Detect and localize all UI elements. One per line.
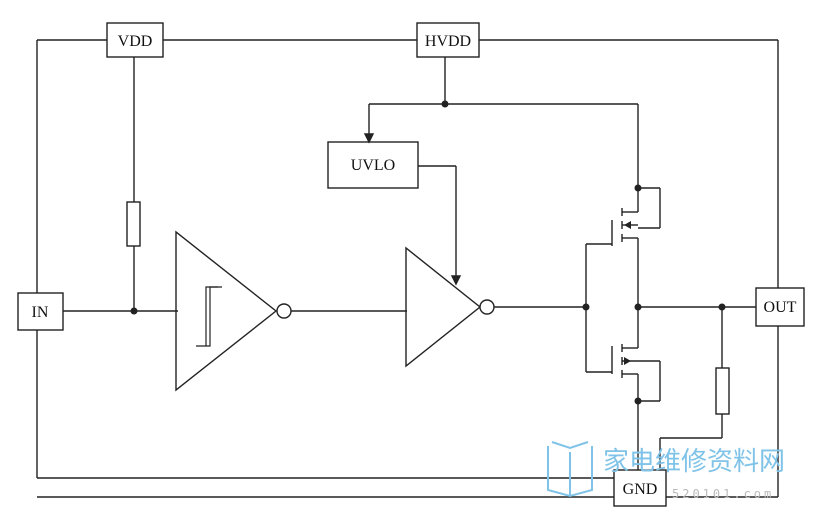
watermark-text: 家电维修资料网 (603, 447, 785, 477)
uvlo-label: UVLO (351, 157, 395, 174)
watermark: 家电维修资料网 520101.com (547, 441, 785, 501)
uvlo-block-outline (327, 141, 419, 189)
pin-gnd: GND (613, 469, 667, 507)
package-outline (36, 39, 779, 498)
book-icon (547, 441, 593, 498)
junction-dot (582, 303, 590, 311)
ground-net (637, 307, 723, 470)
arrow-down-icon (363, 133, 375, 144)
pullup-resistor (126, 201, 141, 247)
junction-dot (441, 100, 449, 108)
pin-label: GND (623, 481, 658, 498)
driver-inverter (405, 246, 495, 368)
nmos-transistor (611, 307, 661, 402)
uvlo-enable-net (418, 165, 457, 278)
arrow-down-icon (450, 275, 462, 286)
pin-out: OUT (755, 287, 805, 327)
watermark-url: 520101.com (672, 487, 774, 501)
pin-label: OUT (764, 299, 797, 316)
schmitt-trigger-inverter (175, 230, 292, 392)
pulldown-resistor (715, 367, 730, 415)
junction-dot (634, 184, 642, 192)
hysteresis-icon (196, 286, 222, 347)
pmos-transistor (611, 187, 661, 307)
junction-dot (130, 307, 138, 315)
pin-label: IN (32, 304, 49, 321)
pin-label: VDD (118, 33, 153, 50)
pin-in: IN (17, 292, 64, 331)
pin-hvdd: HVDD (416, 22, 480, 58)
hvdd-net (368, 57, 639, 188)
gate-drive-net (494, 243, 612, 373)
pin-vdd: VDD (106, 22, 164, 58)
pin-label: HVDD (425, 33, 471, 50)
